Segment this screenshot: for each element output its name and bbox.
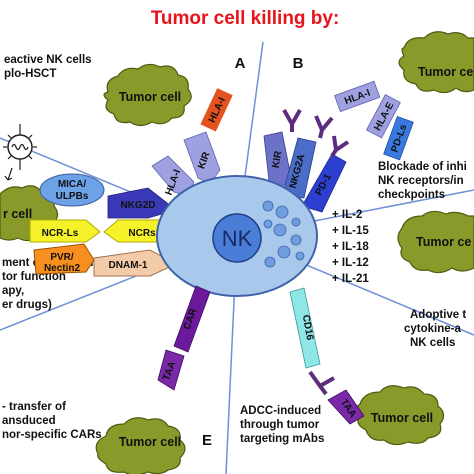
tumor-cell-d-label: Tumor ce	[416, 235, 471, 249]
kir-receptor-b: KIR	[263, 131, 293, 191]
car-receptor: CAR	[173, 285, 211, 353]
nkg2d-label: NKG2D	[120, 200, 155, 211]
diagram-title: Tumor cell killing by:	[151, 8, 340, 29]
ncr-ls-label: NCR-Ls	[42, 228, 79, 239]
cytotoxic-granules	[262, 200, 305, 268]
ncrs-label: NCRs	[128, 228, 156, 239]
caption-b-line2: NK receptors/in	[378, 175, 464, 187]
panel-label-a: A	[235, 55, 246, 72]
tumor-cell-b-label: Tumor cell	[418, 65, 474, 79]
caption-d: Adoptive t cytokine-a NK cells	[404, 309, 466, 349]
tumor-cell-f: Tumor cell	[356, 385, 445, 446]
caption-e-line2: ansduced	[2, 415, 56, 427]
blocking-antibody-icon	[282, 109, 350, 158]
caption-e: - transfer of ansduced nor-specific CARs	[2, 401, 102, 441]
hla-i-ligand-a: HLA-I	[200, 88, 233, 132]
cytokine-item: + IL-15	[332, 225, 369, 237]
caption-d-line3: NK cells	[410, 337, 455, 349]
cytokine-item: + IL-12	[332, 257, 369, 269]
caption-d-line1: Adoptive t	[410, 309, 466, 321]
caption-a-line2: plo-HSCT	[4, 68, 56, 80]
tumor-cell-d: Tumor ce	[397, 210, 474, 274]
mica-label: MICA/	[58, 179, 87, 190]
pd1-receptor: PD-1	[301, 153, 347, 213]
nk-label: NK	[222, 226, 253, 251]
taa-antigen-e: TAA	[157, 349, 185, 391]
panel-label-b: B	[293, 55, 304, 72]
tumor-cell-f-label: Tumor cell	[371, 411, 433, 425]
caption-f-line2: through tumor	[240, 419, 320, 431]
taa-antigen-f: TAA	[327, 389, 365, 425]
caption-f-line3: targeting mAbs	[240, 433, 324, 445]
mica-ulpbs-ligand: MICA/ ULPBs	[39, 173, 105, 207]
caption-f: ADCC-induced through tumor targeting mAb…	[240, 405, 324, 445]
cytokine-item: + IL-21	[332, 273, 369, 285]
caption-e-line3: nor-specific CARs	[2, 429, 102, 441]
caption-b-line1: Blockade of inhi	[378, 161, 467, 173]
dnam1-receptor: DNAM-1	[93, 249, 178, 277]
ncr-ls-ligand: NCR-Ls	[29, 219, 101, 243]
therapeutic-antibody-icon	[308, 370, 335, 396]
pd-ls-ligand: PD-Ls	[383, 115, 414, 161]
tumor-cell-e-label: Tumor cell	[119, 435, 181, 449]
caption-f-line1: ADCC-induced	[240, 405, 321, 417]
cd16-receptor: CD16	[289, 287, 321, 369]
kir-receptor-a: KIR	[183, 131, 221, 185]
cytokine-item: + IL-18	[332, 241, 369, 253]
tumor-cell-c-label: r cell	[3, 207, 32, 221]
tumor-cell-e: Tumor cell	[95, 417, 186, 474]
viral-vector-icon	[3, 124, 37, 181]
caption-e-line1: - transfer of	[2, 401, 66, 413]
caption-c-line2: tor function	[2, 271, 66, 283]
nectin2-label: Nectin2	[44, 263, 81, 274]
caption-a-line1: eactive NK cells	[4, 54, 92, 66]
caption-c-line4: er drugs)	[2, 299, 52, 311]
kir-label-b: KIR	[271, 149, 285, 169]
cytokine-item: + IL-2	[332, 209, 362, 221]
nk-cell: NK	[156, 175, 318, 297]
ulpbs-label: ULPBs	[56, 191, 89, 202]
caption-b: Blockade of inhi NK receptors/in checkpo…	[378, 161, 467, 201]
tumor-cell-a: Tumor cell	[103, 63, 192, 127]
tumor-cell-b: Tumor cell	[398, 31, 474, 94]
cytokine-list: + IL-2 + IL-15 + IL-18 + IL-12 + IL-21	[332, 209, 369, 285]
dnam1-label: DNAM-1	[109, 260, 148, 271]
panel-label-e: E	[202, 432, 212, 449]
tumor-cell-a-label: Tumor cell	[119, 90, 181, 104]
pvr-nectin2-ligand: PVR/ Nectin2	[33, 243, 95, 275]
caption-a: eactive NK cells plo-HSCT	[4, 54, 92, 80]
hla-i-ligand-b: HLA-I	[334, 80, 381, 113]
cd16-label: CD16	[300, 314, 315, 342]
caption-c-line3: apy,	[2, 285, 24, 297]
pvr-label: PVR/	[50, 252, 74, 263]
caption-d-line2: cytokine-a	[404, 323, 461, 335]
caption-b-line3: checkpoints	[378, 189, 445, 201]
